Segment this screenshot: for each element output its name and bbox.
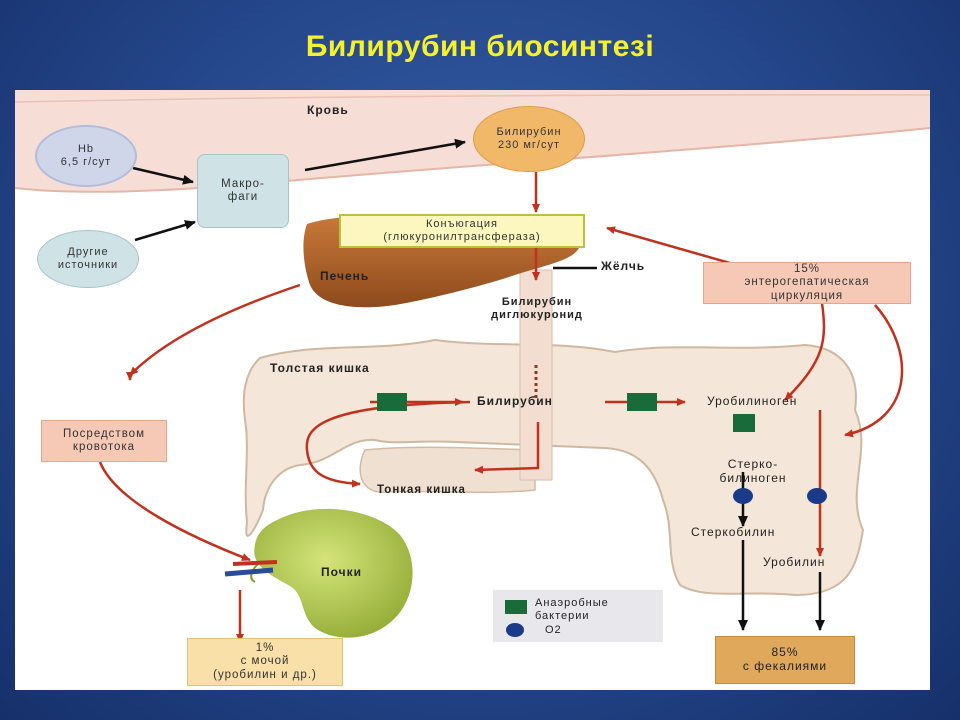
- feces-line1: 85%: [771, 645, 799, 660]
- kidney-shape: [254, 508, 413, 638]
- slide-title: Билирубин биосинтезі: [305, 30, 655, 63]
- hb-line1: Hb: [77, 143, 95, 156]
- small-intestine-shape: [359, 446, 536, 494]
- stercobilin-label: Стеркобилин: [691, 525, 776, 539]
- bilirubin-diglucuronide-line2: диглюкуронид: [491, 308, 583, 321]
- stercobilinogen-line1: Стерко-: [727, 457, 779, 471]
- bilirubin-gut-label: Билирубин: [477, 394, 553, 408]
- oxygen-dot: [807, 488, 827, 504]
- urine-line1: 1%: [255, 642, 275, 655]
- legend-anaerobic-line2: бактерии: [535, 609, 590, 622]
- bilirubin-blood-node: Билирубин 230 мг/сут: [473, 106, 585, 172]
- oxygen-dot: [733, 488, 753, 504]
- bacteria-square: [377, 393, 407, 411]
- bilirubin-blood-line2: 230 мг/сут: [497, 139, 561, 151]
- hb-node: Hb 6,5 г/сут: [35, 125, 137, 187]
- hb-line2: 6,5 г/сут: [60, 156, 112, 168]
- bilirubin-diglucuronide-label: Билирубин диглюкуронид: [467, 296, 607, 321]
- urobilin-label: Уробилин: [763, 555, 826, 569]
- diagram-graphics: [15, 90, 930, 643]
- urine-line2: с мочой: [240, 655, 290, 668]
- bilirubin-diglucuronide-line1: Билирубин: [501, 296, 573, 308]
- stercobilinogen-label: Стерко- билиноген: [703, 457, 803, 486]
- stercobilinogen-line2: билиноген: [719, 470, 787, 485]
- bile-label: Жёлчь: [601, 259, 646, 273]
- feces-box: 85% с фекалиями: [715, 636, 855, 684]
- conjugation-line2: (глюкуронилтрансфераза): [383, 231, 541, 243]
- enterohepatic-line1: 15%: [793, 263, 821, 276]
- legend-anaerobic-line1: Анаэробные: [535, 597, 609, 609]
- urine-box: 1% с мочой (уробилин и др.): [187, 638, 343, 686]
- enterohepatic-box: 15% энтерогепатическая циркуляция: [703, 262, 911, 304]
- bacteria-square: [627, 393, 657, 411]
- urine-line3: (уробилин и др.): [213, 668, 317, 681]
- legend-oxygen-label: O2: [545, 624, 562, 636]
- liver-label: Печень: [320, 269, 370, 283]
- via-bloodstream-box: Посредством кровотока: [41, 420, 167, 462]
- other-sources-line2: источники: [57, 259, 119, 271]
- kidneys-label: Почки: [321, 565, 363, 579]
- large-intestine-label: Толстая кишка: [270, 361, 370, 375]
- feces-line2: с фекалиями: [742, 659, 828, 673]
- legend-oxygen-swatch: [506, 623, 524, 637]
- macrophages-line2: фаги: [227, 191, 259, 203]
- legend-bacteria-swatch: [505, 600, 527, 614]
- legend-anaerobic-label: Анаэробные бактерии: [535, 597, 609, 622]
- small-intestine-label: Тонкая кишка: [377, 484, 466, 496]
- enterohepatic-line2: энтерогепатическая: [744, 276, 870, 289]
- other-sources-node: Другие источники: [37, 230, 139, 288]
- via-bloodstream-line1: Посредством: [63, 427, 145, 440]
- macrophages-line1: Макро-: [221, 177, 265, 190]
- via-bloodstream-line2: кровотока: [72, 441, 136, 453]
- urobilinogen-label: Уробилиноген: [707, 394, 798, 408]
- blood-label: Кровь: [307, 103, 349, 117]
- other-sources-line1: Другие: [67, 246, 109, 259]
- diagram-panel: Кровь Hb 6,5 г/сут Макро- фаги Другие ис…: [15, 90, 930, 690]
- bacteria-square: [733, 414, 755, 432]
- bile-duct: [519, 269, 553, 481]
- bilirubin-blood-line1: Билирубин: [496, 126, 562, 139]
- conjugation-box: Конъюгация (глюкуронилтрансфераза): [339, 214, 585, 248]
- macrophages-node: Макро- фаги: [197, 154, 289, 228]
- enterohepatic-line3: циркуляция: [770, 289, 844, 302]
- conjugation-line1: Конъюгация: [425, 218, 498, 231]
